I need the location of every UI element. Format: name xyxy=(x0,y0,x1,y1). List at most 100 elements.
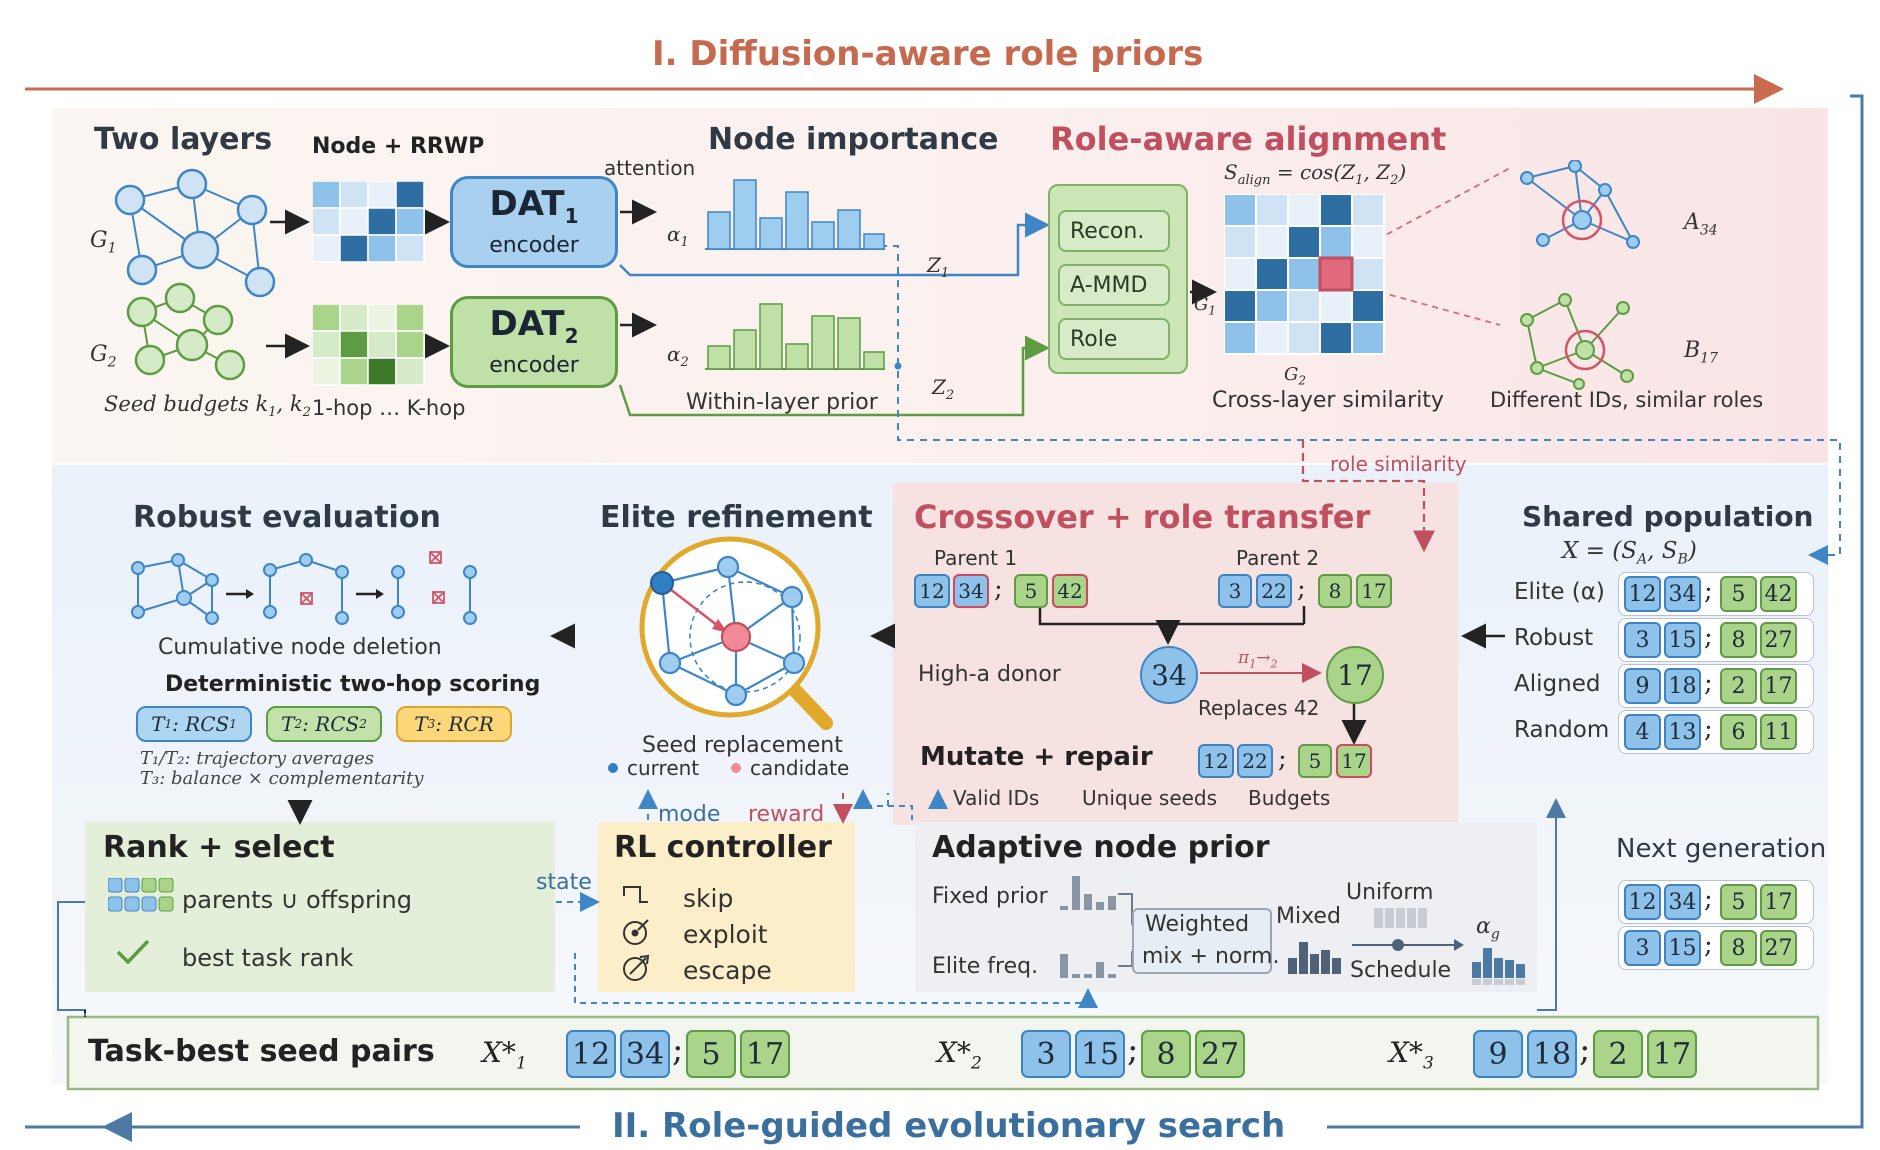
parent2-id-c: 8 xyxy=(1318,574,1352,608)
exploit-icon xyxy=(623,919,649,945)
population-seed-id: 5 xyxy=(1720,576,1757,612)
best-pair-separator: ; xyxy=(1579,1030,1591,1070)
population-seed-id: 27 xyxy=(1760,622,1797,658)
best-pair-separator: ; xyxy=(672,1030,684,1070)
population-seed-id: 34 xyxy=(1664,576,1701,612)
alpha1-label: α1 xyxy=(667,222,689,250)
best-pair-seed-id: 2 xyxy=(1593,1030,1643,1078)
best-pair-separator: ; xyxy=(1127,1030,1139,1070)
parent1-id-d: 42 xyxy=(1052,574,1088,608)
within-layer-prior: Within-layer prior xyxy=(686,390,878,415)
best-task-rank-label: best task rank xyxy=(182,944,354,972)
cum-deletion-label: Cumulative node deletion xyxy=(158,635,442,660)
g1-label: G1 xyxy=(90,228,117,257)
z2-label: Z2 xyxy=(932,375,955,403)
next-gen-seed-id: 27 xyxy=(1760,930,1797,966)
best-pair-seed-id: 5 xyxy=(686,1030,736,1078)
next-gen-seed-id: 15 xyxy=(1664,930,1701,966)
attention-label: attention xyxy=(604,156,696,180)
two-layers-heading: Two layers xyxy=(94,122,273,157)
alpha1-bars xyxy=(705,179,885,250)
best-pair-label: X*1 xyxy=(482,1036,527,1074)
next-gen-separator: ; xyxy=(1704,930,1713,960)
next-gen-seed-id: 17 xyxy=(1760,884,1797,920)
rl-controller-heading: RL controller xyxy=(614,830,832,865)
task-best-heading: Task-best seed pairs xyxy=(88,1034,435,1069)
mixed-label: Mixed xyxy=(1276,904,1341,929)
child-id-d: 17 xyxy=(1336,744,1372,778)
rrwp-matrix-blue xyxy=(312,181,425,263)
best-pair-seed-id: 34 xyxy=(620,1030,670,1078)
parent1-label: Parent 1 xyxy=(934,546,1018,570)
heat-g1-label: G1 xyxy=(1194,294,1217,318)
z1-label: Z1 xyxy=(927,253,950,281)
role-similarity-label: role similarity xyxy=(1330,452,1467,476)
node-rrwp-heading: Node + RRWP xyxy=(312,134,485,159)
population-seed-id: 8 xyxy=(1720,622,1757,658)
best-pair-seed-id: 3 xyxy=(1021,1030,1071,1078)
robust-eval-heading: Robust evaluation xyxy=(133,500,441,535)
best-pair-seed-id: 17 xyxy=(1647,1030,1697,1078)
next-gen-seed-id: 3 xyxy=(1624,930,1661,966)
alpha-g-bars xyxy=(1472,948,1525,985)
parent1-id-b: 34 xyxy=(953,574,989,608)
example-graph-a34 xyxy=(1520,160,1640,249)
best-pair-seed-id: 17 xyxy=(740,1030,790,1078)
best-pair-label: X*3 xyxy=(1389,1036,1434,1074)
dat1-encoder: DAT1 encoder xyxy=(450,176,618,268)
node-importance-heading: Node importance xyxy=(708,122,999,157)
parent2-id-b: 22 xyxy=(1256,574,1292,608)
uniform-bars xyxy=(1374,908,1427,928)
module-role: Role xyxy=(1058,318,1170,360)
population-seed-id: 17 xyxy=(1760,668,1797,704)
role-alignment-heading: Role-aware alignment xyxy=(1050,120,1447,158)
escape-icon xyxy=(623,954,650,981)
example-graph-b17 xyxy=(1520,293,1634,390)
g2-label: G2 xyxy=(90,342,117,371)
shared-population-heading: Shared population xyxy=(1522,500,1814,533)
next-gen-seed-id: 8 xyxy=(1720,930,1757,966)
next-gen-seed-id: 5 xyxy=(1720,884,1757,920)
next-gen-separator: ; xyxy=(1704,884,1713,914)
rl-action-skip: skip xyxy=(683,884,734,913)
parents-offspring-label: parents ∪ offspring xyxy=(182,886,412,914)
seed-replacement-label: Seed replacement xyxy=(642,733,843,758)
cross-layer-label: Cross-layer similarity xyxy=(1212,388,1444,413)
grid-icon xyxy=(108,878,174,912)
fixed-prior-bars xyxy=(1060,876,1116,910)
rank-select-heading: Rank + select xyxy=(103,830,335,865)
hop-label: 1-hop … K-hop xyxy=(312,396,466,420)
rl-action-exploit: exploit xyxy=(683,920,768,949)
child-id-b: 22 xyxy=(1237,744,1273,778)
node-deletion-graphs xyxy=(131,551,477,625)
fixed-prior-label: Fixed prior xyxy=(932,884,1048,909)
child-id-a: 12 xyxy=(1198,744,1234,778)
population-seed-id: 9 xyxy=(1624,668,1661,704)
child-separator: ; xyxy=(1278,744,1287,774)
child-id-c: 5 xyxy=(1298,744,1332,778)
s-align-formula: Salign = cos(Z1, Z2) xyxy=(1224,160,1407,188)
population-row-label: Robust xyxy=(1514,625,1594,651)
mix-norm-label: mix + norm. xyxy=(1142,944,1280,969)
population-seed-id: 4 xyxy=(1624,714,1661,750)
stage1-title: I. Diffusion-aware role priors xyxy=(652,34,1204,74)
candidate-legend-dot xyxy=(731,763,741,773)
population-separator: ; xyxy=(1704,576,1713,606)
target-node-17: 17 xyxy=(1326,646,1384,704)
parent2-id-d: 17 xyxy=(1356,574,1392,608)
best-pair-seed-id: 15 xyxy=(1075,1030,1125,1078)
seed-budgets-label: Seed budgets k1, k2 xyxy=(104,392,311,421)
b17-label: B17 xyxy=(1684,338,1718,367)
alpha2-label: α2 xyxy=(667,342,689,370)
population-seed-id: 3 xyxy=(1624,622,1661,658)
population-seed-id: 2 xyxy=(1720,668,1757,704)
population-separator: ; xyxy=(1704,714,1713,744)
det-scoring-label: Deterministic two-hop scoring xyxy=(165,672,541,697)
different-ids-label: Different IDs, similar roles xyxy=(1490,388,1764,412)
current-legend-dot xyxy=(608,763,618,773)
crossover-heading: Crossover + role transfer xyxy=(914,498,1371,536)
next-gen-seed-id: 12 xyxy=(1624,884,1661,920)
state-label: state xyxy=(536,870,592,895)
